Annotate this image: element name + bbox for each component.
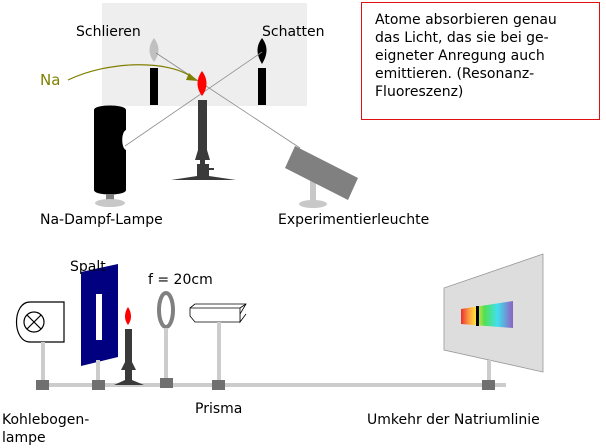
sodium-vapor-lamp — [94, 105, 126, 207]
prism — [189, 303, 247, 390]
optical-rail — [40, 383, 506, 387]
small-bunsen-burner — [114, 307, 144, 385]
label-schatten: Schatten — [262, 24, 325, 40]
light-ray-experiment-light — [155, 52, 301, 149]
arrowhead-icon — [186, 73, 198, 81]
spectrum-band — [461, 301, 513, 328]
note-box: Atome absorbieren genau das Licht, das s… — [361, 2, 600, 120]
label-arc-lamp-line1: Kohlebogen- — [2, 412, 89, 428]
slit-plate — [81, 264, 118, 390]
label-sodium: Na — [40, 71, 60, 89]
label-prism: Prisma — [195, 401, 242, 417]
label-sodium-line-reversal: Umkehr der Natriumlinie — [367, 412, 540, 428]
schlieren-candle — [149, 38, 159, 105]
bunsen-burner — [171, 71, 236, 180]
carbon-arc-lamp — [16, 301, 65, 390]
lens — [157, 291, 175, 388]
schlieren-flame-icon — [149, 38, 159, 62]
sodium-flame-icon — [197, 71, 207, 96]
experiment-light — [285, 146, 358, 208]
label-lamp: Na-Dampf-Lampe — [40, 212, 163, 228]
label-experiment-light: Experimentierleuchte — [278, 212, 429, 228]
small-flame-icon — [125, 307, 131, 325]
label-arc-lamp-line2: lampe — [2, 430, 46, 446]
shadow-flame-icon — [257, 38, 267, 64]
sodium-arrow — [67, 64, 194, 81]
observation-screen — [443, 253, 544, 390]
label-schlieren: Schlieren — [76, 24, 141, 40]
label-slit: Spalt — [70, 259, 106, 275]
light-ray-lamp — [124, 51, 263, 147]
note-text: Atome absorbieren genau das Licht, das s… — [375, 12, 557, 100]
schatten-candle — [257, 38, 267, 105]
sodium-absorption-line — [476, 306, 479, 326]
label-lens-focal-length: f = 20cm — [148, 272, 213, 288]
